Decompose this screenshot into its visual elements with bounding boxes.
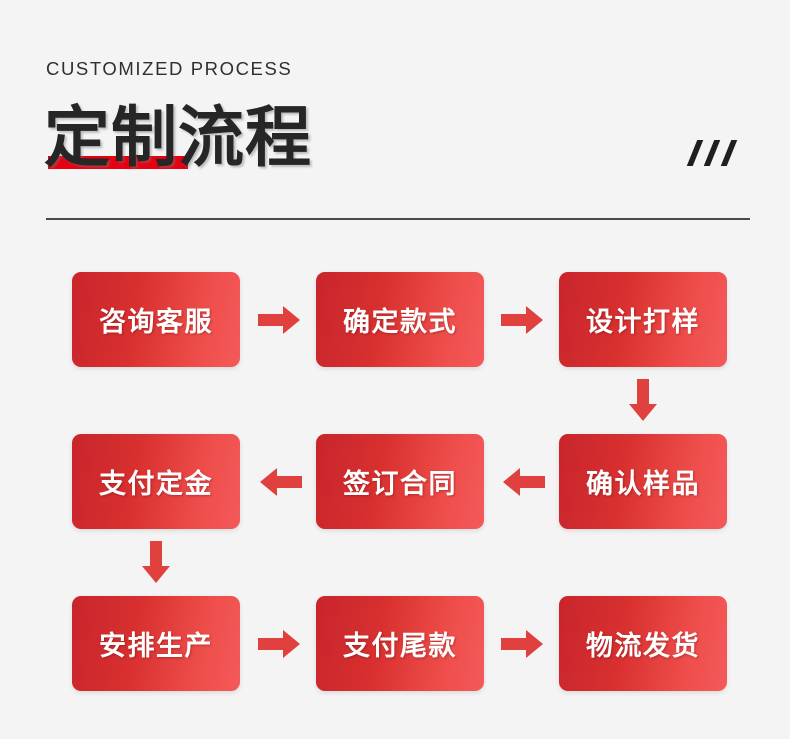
node-label: 确定款式 xyxy=(343,307,457,337)
title-underline-highlight xyxy=(48,156,188,169)
process-node-step-6[interactable]: 支付定金 xyxy=(72,434,240,529)
arrow-left-icon xyxy=(258,467,302,497)
node-label: 确认样品 xyxy=(586,469,700,499)
node-label: 咨询客服 xyxy=(99,307,213,337)
arrow-right-icon xyxy=(258,305,302,335)
eyebrow-text: CUSTOMIZED PROCESS xyxy=(46,58,293,79)
node-label: 设计打样 xyxy=(586,307,700,337)
process-node-step-9[interactable]: 物流发货 xyxy=(559,596,727,691)
page-title: 定制流程 xyxy=(44,98,312,178)
arrow-down-icon xyxy=(628,379,658,423)
arrow-right-icon xyxy=(258,629,302,659)
process-node-step-5[interactable]: 签订合同 xyxy=(316,434,484,529)
node-label: 物流发货 xyxy=(586,631,700,661)
process-node-step-1[interactable]: 咨询客服 xyxy=(72,272,240,367)
arrow-left-icon xyxy=(501,467,545,497)
process-node-step-4[interactable]: 确认样品 xyxy=(559,434,727,529)
arrow-right-icon xyxy=(501,305,545,335)
node-label: 支付定金 xyxy=(99,469,213,499)
process-node-step-3[interactable]: 设计打样 xyxy=(559,272,727,367)
arrow-right-icon xyxy=(501,629,545,659)
header-divider xyxy=(46,218,750,220)
page-title-text: 定制流程 xyxy=(44,100,312,174)
node-label: 签订合同 xyxy=(343,469,457,499)
process-node-step-7[interactable]: 安排生产 xyxy=(72,596,240,691)
node-label: 安排生产 xyxy=(99,631,213,661)
node-label: 支付尾款 xyxy=(343,631,457,661)
process-node-step-2[interactable]: 确定款式 xyxy=(316,272,484,367)
process-node-step-8[interactable]: 支付尾款 xyxy=(316,596,484,691)
arrow-down-icon xyxy=(141,541,171,585)
